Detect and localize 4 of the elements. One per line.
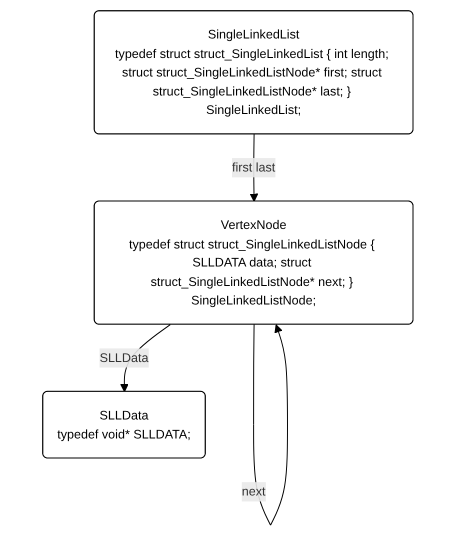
- edge-label: SLLData: [100, 350, 149, 364]
- edge-label: first last: [232, 159, 276, 174]
- edge-label: next: [242, 484, 266, 498]
- arrow: [253, 324, 288, 526]
